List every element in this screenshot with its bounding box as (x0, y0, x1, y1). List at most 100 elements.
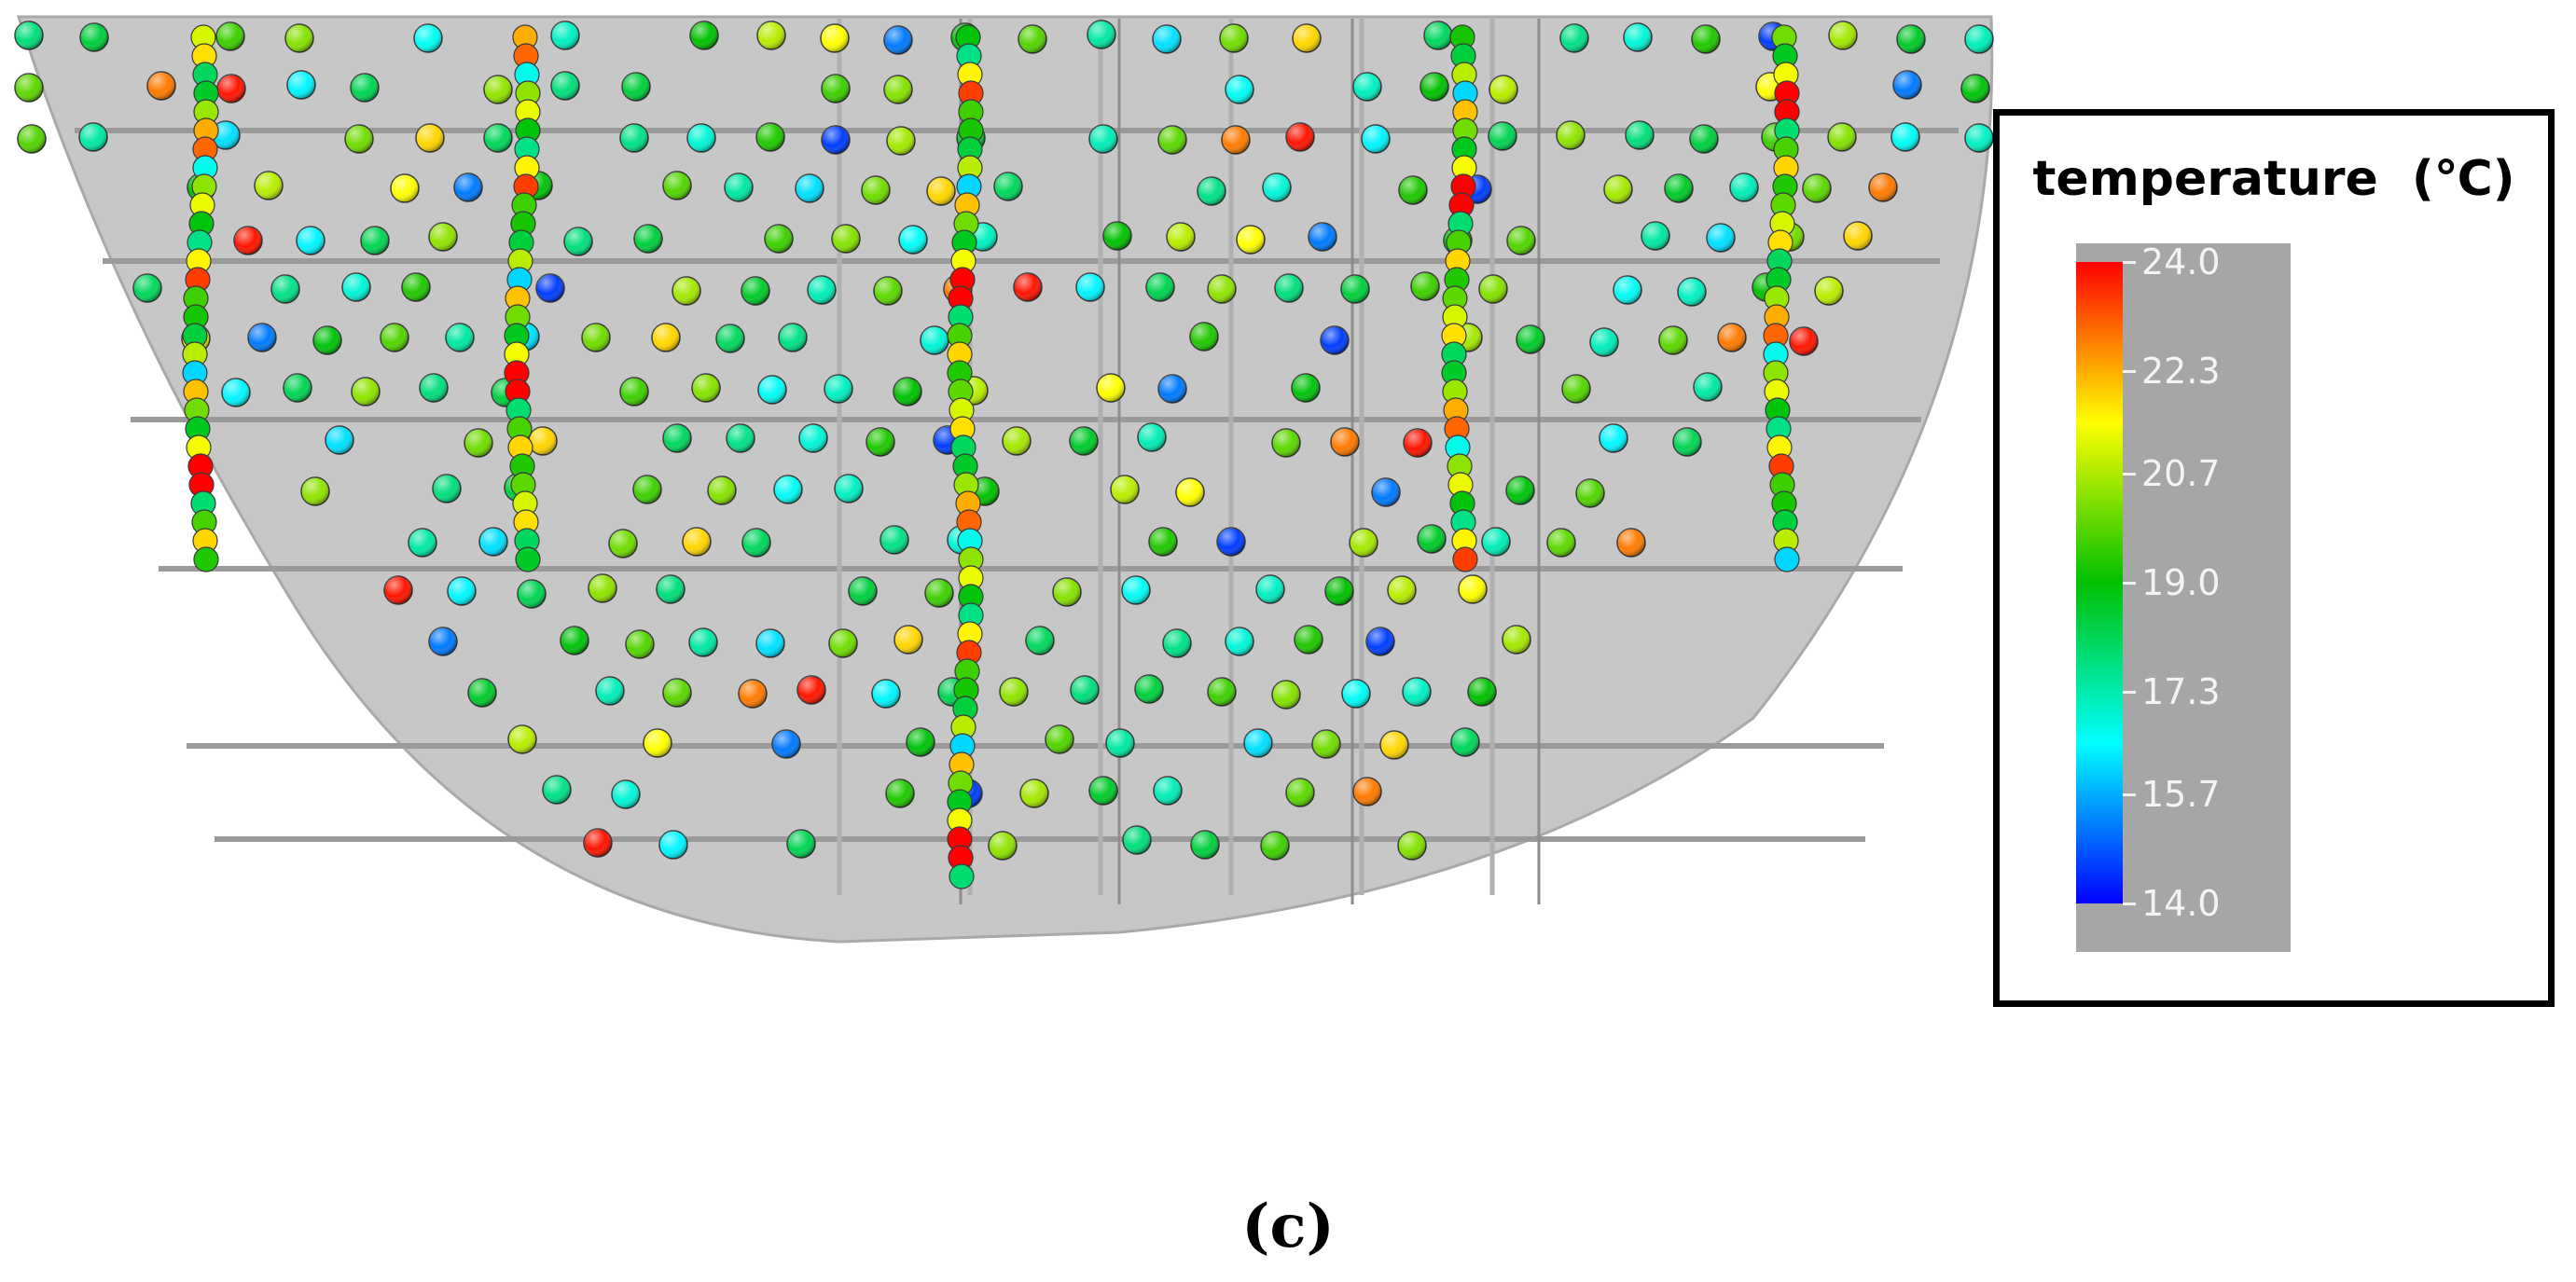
colorbar-tick-label: 19.0 (2141, 562, 2221, 603)
sensor-point-shading (484, 124, 512, 152)
sensor-point-shading (582, 324, 610, 352)
sensor-point-shading (1790, 327, 1818, 355)
sensor-string-point (515, 546, 541, 572)
sensor-point-shading (687, 124, 715, 152)
sensor-point-shading (772, 730, 800, 758)
sensor-point-shading (1070, 427, 1098, 455)
colorbar-gradient (2076, 262, 2123, 903)
sensor-point-shading (1673, 428, 1701, 456)
sensor-point-shading (1424, 21, 1452, 49)
sensor-point-shading (1106, 729, 1134, 757)
sensor-point-shading (1089, 777, 1117, 805)
sensor-point-shading (1208, 275, 1236, 303)
sensor-point-shading (1046, 725, 1073, 753)
sensor-point-shading (659, 831, 687, 859)
sensor-point-shading (1331, 428, 1359, 456)
sensor-point-shading (284, 374, 312, 402)
sensor-point-shading (893, 378, 921, 406)
sensor-point-shading (1965, 25, 1993, 53)
sensor-point-shading (1286, 779, 1314, 806)
sensor-point-shading (18, 125, 46, 153)
sensor-point-shading (217, 75, 245, 103)
sensor-point-shading (1690, 125, 1718, 153)
sensor-point-shading (561, 627, 589, 655)
sensor-point-shading (79, 123, 107, 151)
sensor-point-shading (1398, 832, 1426, 860)
sensor-point-shading (433, 475, 461, 503)
sensor-point-shading (1293, 24, 1321, 52)
sensor-point-shading (297, 227, 325, 255)
sensor-point-shading (1353, 73, 1381, 101)
sensor-point-shading (1372, 478, 1400, 506)
colorbar-tick-label: 20.7 (2141, 453, 2221, 495)
sensor-point-shading (1217, 528, 1245, 556)
sensor-point-shading (1244, 729, 1272, 757)
sensor-point-shading (994, 172, 1022, 200)
sensor-point-shading (1517, 325, 1544, 353)
sensor-point-shading (508, 725, 536, 753)
sensor-point-shading (342, 273, 370, 301)
sensor-point-shading (1158, 375, 1186, 403)
sensor-point-shading (551, 72, 579, 100)
sensor-point-shading (15, 21, 43, 49)
sensor-point-shading (536, 274, 564, 302)
sensor-point-shading (886, 779, 914, 807)
sensor-point-shading (391, 174, 419, 202)
sensor-point-shading (822, 126, 850, 154)
sensor-point-shading (622, 73, 650, 101)
sensor-point-shading (907, 728, 935, 756)
sensor-point-shading (1590, 328, 1618, 356)
sensor-point-shading (248, 324, 276, 352)
sensor-point-shading (1604, 175, 1632, 203)
sensor-point-shading (1018, 25, 1046, 53)
sensor-point-shading (1226, 76, 1253, 103)
sensor-point-shading (874, 277, 902, 305)
sensor-point-shading (1411, 272, 1439, 300)
sensor-point-shading (683, 528, 711, 556)
sensor-point-shading (796, 174, 824, 202)
sensor-point-shading (1089, 125, 1117, 153)
sensor-point-shading (1692, 25, 1720, 53)
sensor-point-shading (894, 626, 922, 654)
sensor-point-shading (824, 375, 852, 403)
sensor-point-shading (1641, 222, 1669, 250)
sensor-point-shading (821, 24, 849, 52)
sensor-point-shading (1135, 675, 1163, 703)
sensor-point-shading (866, 428, 894, 456)
colorbar-unit: (℃) (2412, 151, 2515, 207)
sensor-point-shading (384, 576, 412, 604)
sensor-point-shading (1678, 278, 1706, 306)
sensor-point-shading (927, 177, 955, 205)
sensor-point-shading (1149, 528, 1177, 556)
sensor-point-shading (551, 21, 579, 49)
sensor-point-shading (835, 475, 863, 503)
sensor-point-shading (1208, 678, 1236, 706)
sensor-point-shading (644, 729, 672, 757)
sensor-point-shading (799, 424, 827, 452)
sensor-point-shading (880, 526, 908, 554)
sensor-point-shading (663, 679, 691, 707)
sensor-point-shading (708, 476, 736, 504)
sensor-point-shading (351, 74, 379, 102)
sensor-point-shading (1097, 374, 1125, 402)
colorbar-tick (2123, 793, 2136, 797)
sensor-point-shading (765, 225, 793, 253)
sensor-point-shading (652, 324, 680, 352)
sensor-point-shading (1718, 324, 1746, 352)
sensor-point-shading (1891, 123, 1919, 151)
colorbar-tick-label: 22.3 (2141, 350, 2221, 392)
sensor-point-shading (222, 379, 250, 407)
sensor-point-shading (1176, 478, 1204, 506)
sensor-point-shading (626, 630, 654, 658)
sensor-point-shading (1707, 224, 1735, 252)
sensor-point-shading (1071, 676, 1099, 704)
sensor-point-shading (727, 424, 755, 452)
sensor-point-shading (1489, 76, 1517, 103)
sensor-point-shading (596, 677, 624, 705)
sensor-point-shading (1272, 429, 1300, 457)
sensor-point-shading (884, 76, 912, 103)
sensor-point-shading (1617, 529, 1645, 557)
sensor-point-shading (633, 476, 661, 503)
